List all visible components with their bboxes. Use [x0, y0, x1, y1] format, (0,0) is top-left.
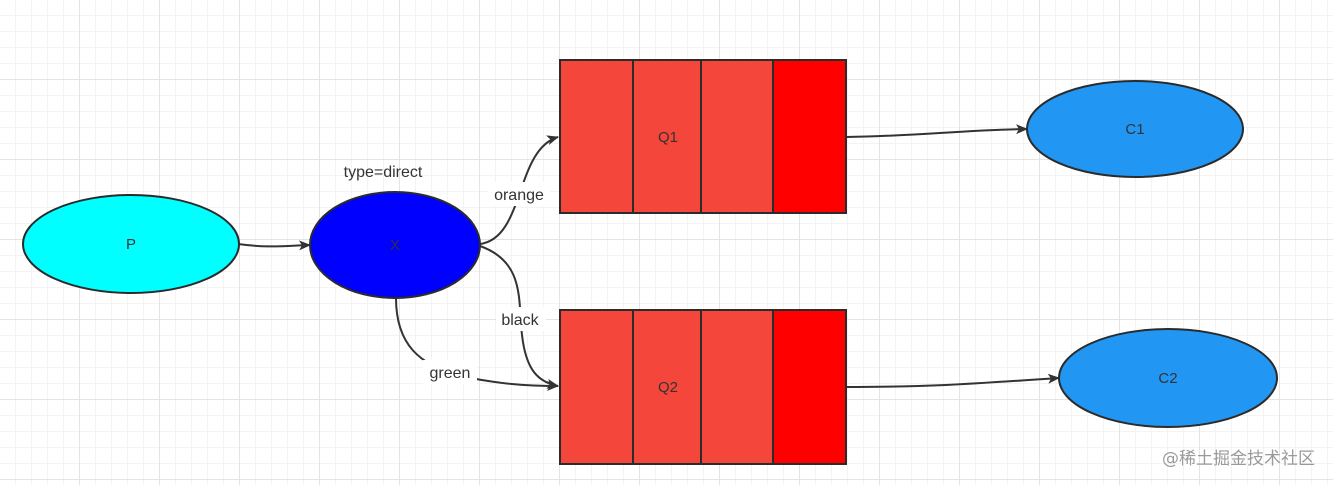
edge-label-orange: orange	[488, 182, 550, 206]
edge-label-green: green	[423, 360, 477, 384]
queue2-cell-4	[772, 309, 847, 465]
exchange-ellipse	[309, 191, 481, 299]
queue2-cell-2	[632, 309, 702, 465]
queue2-cell-3	[700, 309, 774, 465]
consumer2-node: C2	[1058, 328, 1278, 428]
edge-label-black-text: black	[501, 312, 539, 329]
consumer1-label: C1	[1125, 121, 1144, 138]
producer-label: P	[126, 236, 136, 253]
queue2-label: Q2	[658, 379, 678, 396]
queue1-label: Q1	[658, 129, 678, 146]
edge-label-black-bg	[496, 307, 546, 331]
edge-p-to-x	[237, 240, 311, 251]
consumer1-ellipse	[1026, 80, 1244, 178]
edge-label-orange-bg	[488, 182, 550, 206]
queue1-node: Q1	[559, 59, 847, 214]
consumer2-label: C2	[1158, 370, 1177, 387]
consumer1-node: C1	[1026, 80, 1244, 178]
queue1-cell-1	[559, 59, 634, 214]
edge-q1-to-c1	[845, 124, 1028, 138]
edge-label-black: black	[496, 307, 546, 331]
queue1-cell-4	[772, 59, 847, 214]
consumer2-ellipse	[1058, 328, 1278, 428]
queue1-cell-3	[700, 59, 774, 214]
edge-label-green-bg	[423, 360, 477, 384]
exchange-type-annotation: type=direct	[344, 164, 423, 181]
queue2-node: Q2	[559, 309, 847, 465]
edge-label-orange-text: orange	[494, 187, 544, 204]
producer-ellipse	[22, 194, 240, 294]
exchange-label: X	[390, 237, 400, 254]
edge-label-green-text: green	[430, 365, 471, 382]
edge-q2-to-c2	[845, 373, 1060, 388]
exchange-node: X type=direct	[309, 164, 481, 299]
watermark-text: @稀土掘金技术社区	[1162, 449, 1315, 469]
queue2-cell-1	[559, 309, 634, 465]
producer-node: P	[22, 194, 240, 294]
